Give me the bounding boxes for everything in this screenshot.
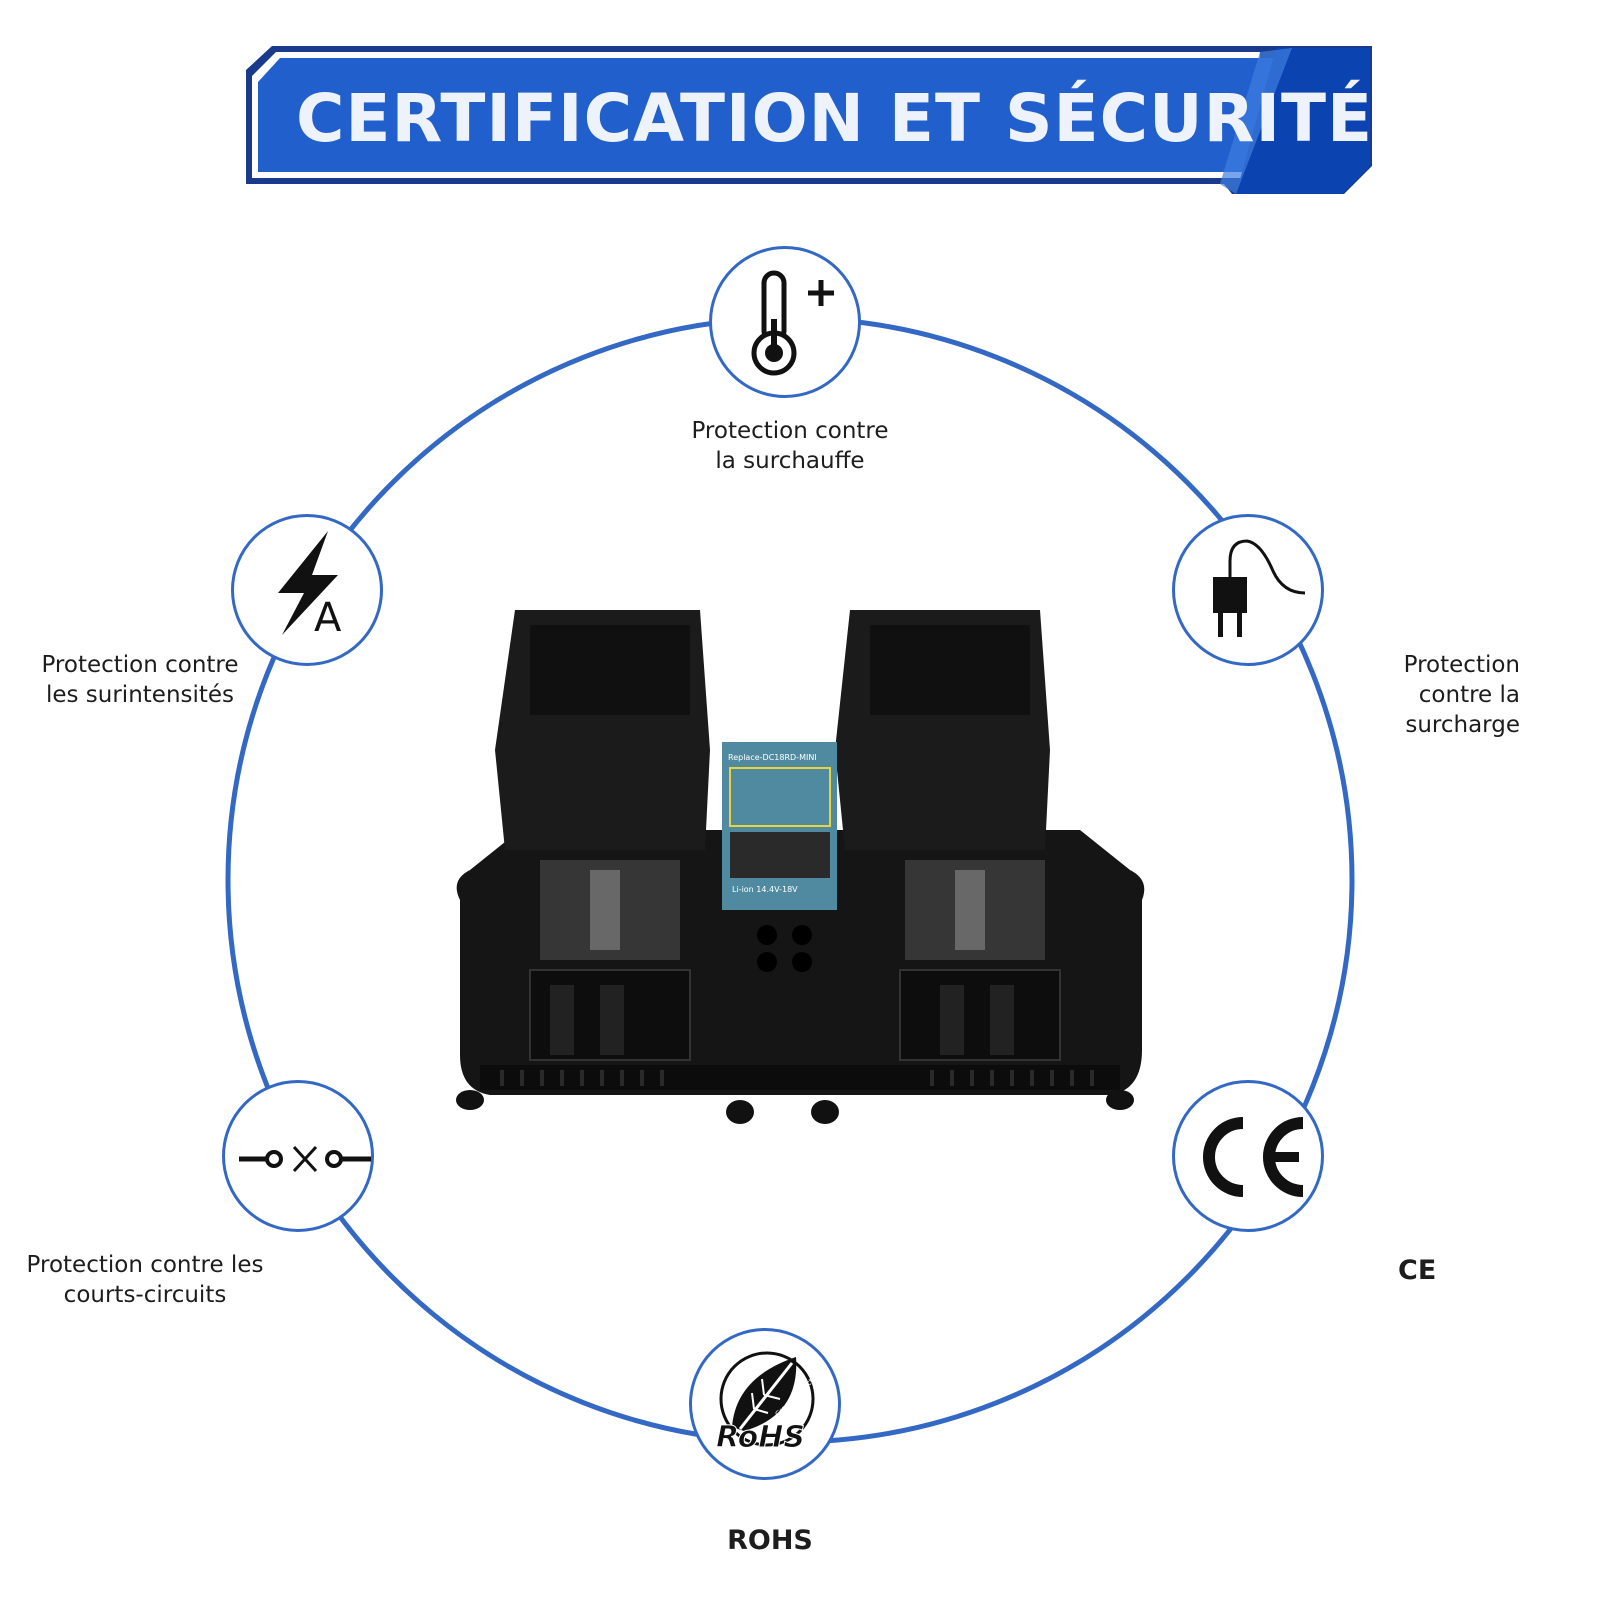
short-circuit-badge: [222, 1080, 374, 1232]
rohs-mark-text: RoHS: [716, 1420, 805, 1455]
overload-label: Protection contre la surcharge: [1403, 652, 1520, 738]
rohs-badge: Green product RoHS: [689, 1328, 841, 1480]
banner-title: CERTIFICATION ET SÉCURITÉ: [296, 80, 1374, 157]
rohs-leaf-icon: Green product RoHS: [716, 1351, 815, 1456]
overheat-badge: [709, 246, 861, 398]
overload-badge: [1172, 514, 1324, 666]
lightning-a-icon: A: [278, 531, 342, 641]
plug-cable-icon: [1213, 539, 1306, 637]
svg-text:A: A: [314, 595, 342, 641]
ce-label: CE: [1398, 1255, 1437, 1286]
panel-title: Replace-DC18RD-MINI: [728, 753, 817, 762]
short-circuit-label: Protection contre les courts-circuits: [26, 1252, 264, 1308]
overcurrent-badge: A: [231, 514, 383, 666]
ce-badge: CE: [1172, 1080, 1324, 1232]
overcurrent-label: Protection contre les surintensités: [41, 652, 239, 708]
ce-mark-icon: CE: [1175, 1083, 1304, 1197]
overheat-label: Protection contre la surchauffe: [691, 418, 889, 474]
ce-mark-text: CE: [1175, 1083, 1177, 1084]
open-circuit-icon: [239, 1145, 371, 1173]
title-banner: [246, 46, 1372, 194]
dual-battery-charger-image: Replace-DC18RD-MINI Li-ion 14.4V-18V: [456, 610, 1145, 1124]
rohs-label: ROHS: [727, 1525, 813, 1556]
thermometer-plus-icon: [751, 270, 834, 376]
panel-spec: Li-ion 14.4V-18V: [732, 885, 798, 894]
